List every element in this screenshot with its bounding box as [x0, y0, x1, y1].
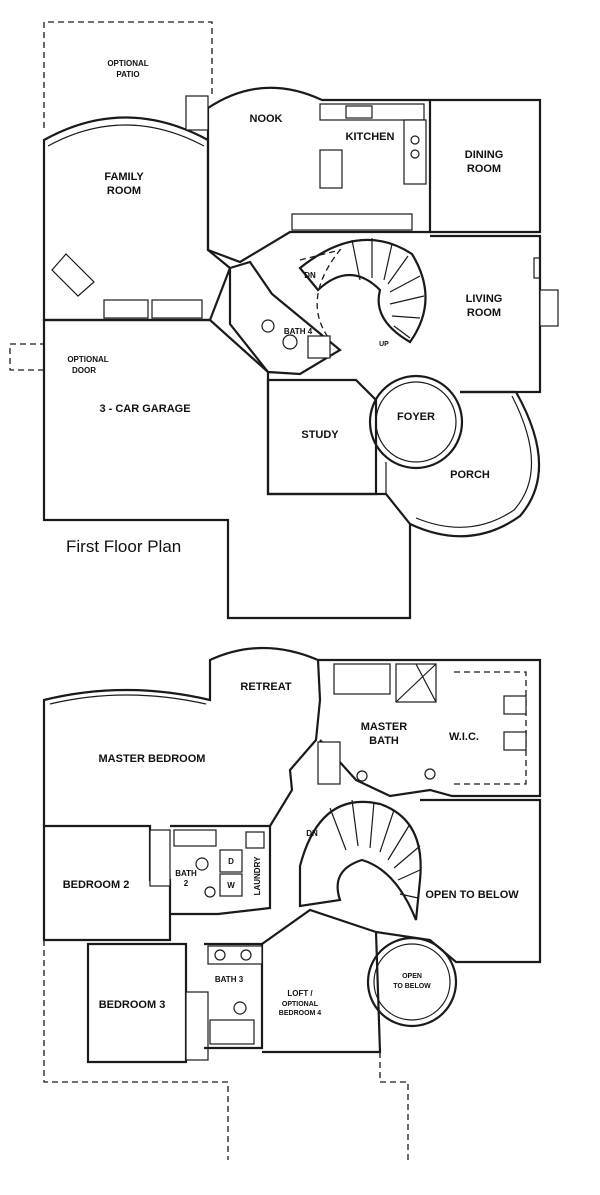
label-optional-door-2: DOOR: [72, 366, 96, 375]
label-loft-1: LOFT /: [287, 989, 313, 998]
label-wic: W.I.C.: [449, 731, 479, 743]
foyer-circle: [368, 374, 464, 470]
label-loft-3: BEDROOM 4: [279, 1010, 322, 1017]
label-laundry: LAUNDRY: [253, 856, 262, 895]
first-floor-plan: [9, 21, 559, 620]
label-master-bath-2: BATH: [369, 735, 399, 747]
label-bath-3: BATH 3: [215, 975, 244, 984]
label-kitchen: KITCHEN: [346, 131, 395, 143]
label-porch: PORCH: [450, 469, 490, 481]
master-bath-walls: [318, 658, 542, 798]
family-room-fireplace: [51, 253, 95, 297]
first-floor-labels: OPTIONAL PATIO FAMILY ROOM NOOK KITCHEN …: [67, 59, 503, 481]
wic-dashed-rods: [454, 671, 527, 785]
spiral-stair-second-floor: [298, 799, 422, 921]
label-open-to-below: OPEN TO BELOW: [425, 889, 519, 901]
label-bedroom-3: BEDROOM 3: [99, 999, 166, 1011]
optional-door-outline: [9, 343, 45, 371]
study-walls: [266, 378, 378, 496]
label-bath-4: BATH 4: [284, 327, 313, 336]
bath-4-walls: [228, 260, 342, 376]
bedroom-3-walls: [86, 942, 188, 1064]
garage-walls: [42, 318, 412, 620]
bath-2-laundry-walls: [170, 824, 272, 916]
loft-walls: [261, 908, 382, 1054]
second-floor-plan: [42, 646, 542, 1160]
kitchen-island: [319, 149, 343, 189]
master-bedroom-walls: [42, 646, 322, 827]
optional-patio-outline: [43, 21, 213, 128]
label-bath-2-2: 2: [184, 879, 189, 888]
label-master-bath-1: MASTER: [361, 721, 408, 733]
label-bedroom-2: BEDROOM 2: [63, 879, 130, 891]
label-retreat: RETREAT: [240, 681, 291, 693]
label-optional-door-1: OPTIONAL: [67, 355, 108, 364]
label-bath-2-1: BATH: [175, 869, 197, 878]
label-optional-patio-1: OPTIONAL: [107, 59, 148, 68]
label-open-to-below-round-1: OPEN: [402, 973, 422, 980]
label-dryer: D: [228, 857, 234, 866]
label-open-to-below-round-2: TO BELOW: [393, 983, 431, 990]
open-to-below-round: [366, 936, 458, 1028]
label-master-bedroom: MASTER BEDROOM: [99, 753, 206, 765]
bath-3-walls: [204, 942, 264, 1050]
label-dining-room-2: ROOM: [467, 163, 501, 175]
label-garage: 3 - CAR GARAGE: [99, 403, 190, 415]
open-to-below-walls: [375, 798, 542, 964]
label-living-room-2: ROOM: [467, 307, 501, 319]
label-nook: NOOK: [250, 113, 283, 125]
label-loft-2: OPTIONAL: [282, 1001, 319, 1008]
label-family-room-2: ROOM: [107, 185, 141, 197]
spiral-stair-first-floor: [298, 238, 427, 344]
living-room-fireplace: [539, 289, 559, 327]
label-stair-dn-second: DN: [306, 829, 318, 838]
label-dining-room-1: DINING: [465, 149, 504, 161]
upper-floor-dashed-outline: [43, 940, 409, 1160]
label-study: STUDY: [301, 429, 339, 441]
label-stair-up: UP: [379, 341, 389, 348]
porch-walls: [409, 390, 541, 538]
label-washer: W: [227, 881, 235, 890]
label-family-room-1: FAMILY: [104, 171, 144, 183]
label-living-room-1: LIVING: [466, 293, 503, 305]
dining-room-walls: [430, 98, 542, 234]
first-floor-caption: First Floor Plan: [66, 537, 182, 556]
label-optional-patio-2: PATIO: [116, 70, 139, 79]
label-stair-dn-first: DN: [304, 271, 316, 280]
second-floor-labels: RETREAT MASTER BEDROOM MASTER BATH W.I.C…: [63, 681, 520, 1017]
nook-walls: [206, 86, 432, 264]
family-room-walls: [42, 116, 232, 322]
label-foyer: FOYER: [397, 411, 435, 423]
